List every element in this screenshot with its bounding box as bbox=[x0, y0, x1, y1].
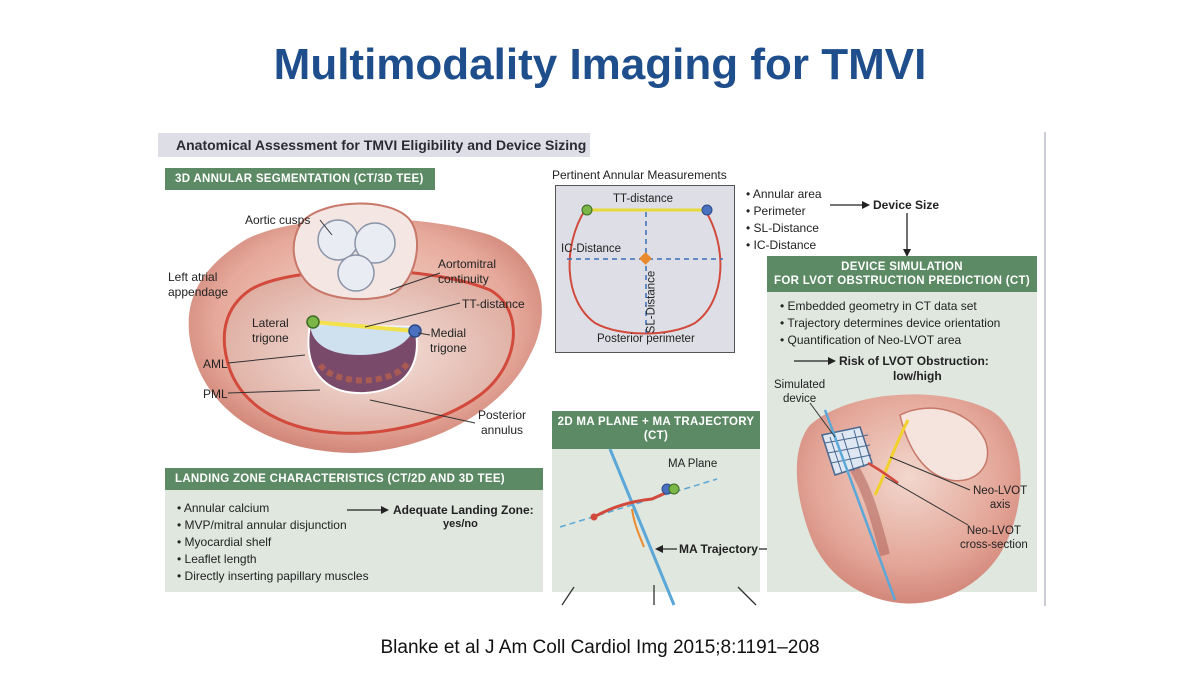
trajectory-axis bbox=[823, 409, 897, 601]
measurement-bullet: SL-Distance bbox=[746, 220, 822, 237]
aortic-cusp bbox=[337, 254, 375, 292]
ma-plane-label: MA Plane bbox=[668, 458, 718, 470]
label-aortic-cusps: Aortic cusps bbox=[245, 213, 311, 227]
measurement-bullet: IC-Distance bbox=[746, 237, 822, 254]
device-size-label: Device Size bbox=[873, 198, 940, 212]
device-size-arrows bbox=[830, 201, 911, 257]
label-neo-lvot-axis: Neo-LVOT axis bbox=[973, 485, 1028, 511]
landing-zone-bullet: Myocardial shelf bbox=[177, 534, 369, 551]
landing-zone-bullet: MVP/mitral annular disjunction bbox=[177, 517, 369, 534]
anterior-leaflet bbox=[310, 325, 415, 355]
neo-lvot-cross-section-line bbox=[867, 461, 899, 485]
measurement-bullet: Perimeter bbox=[746, 203, 822, 220]
slide-title: Multimodality Imaging for TMVI bbox=[273, 40, 927, 89]
medial-trigone-dot bbox=[408, 324, 422, 338]
segmentation-heading: 3D ANNULAR SEGMENTATION (CT/3D TEE) bbox=[165, 168, 435, 190]
medial-trigone-point bbox=[701, 204, 713, 216]
measurement-diagram bbox=[567, 204, 723, 335]
landing-zone-bullet: Annular calcium bbox=[177, 500, 369, 517]
ma-trajectory-diagram bbox=[559, 449, 757, 606]
simulation-bullet: Trajectory determines device orientation bbox=[780, 315, 1000, 332]
measure-sl-distance: SL-Distance bbox=[645, 270, 658, 334]
landing-zone-bullet: Leaflet length bbox=[177, 551, 369, 568]
ma-plane-panel bbox=[552, 449, 760, 592]
figure-header: Anatomical Assessment for TMVI Eligibili… bbox=[158, 133, 590, 157]
landing-zone-heading: LANDING ZONE CHARACTERISTICS (CT/2D AND … bbox=[165, 468, 543, 490]
annulus-illustration bbox=[188, 202, 542, 453]
simulation-bullet: Quantification of Neo-LVOT area bbox=[780, 332, 1000, 349]
heart-simulation-illustration bbox=[796, 394, 1021, 604]
citation: Blanke et al J Am Coll Cardiol Img 2015;… bbox=[380, 637, 820, 658]
measure-ic-distance: IC-Distance bbox=[561, 243, 622, 255]
aortic-cusp bbox=[317, 219, 359, 261]
label-medial-trigone: Medial trigone bbox=[430, 326, 467, 355]
label-left-atrial-appendage: Left atrial appendage bbox=[168, 270, 229, 299]
landing-zone-result-value: yes/no bbox=[443, 518, 478, 530]
simulation-heading-line1: DEVICE SIMULATION bbox=[841, 261, 963, 273]
label-lateral-trigone: Lateral trigone bbox=[252, 316, 289, 345]
landing-zone-result-label: Adequate Landing Zone: bbox=[393, 503, 534, 517]
ma-trajectory-label: MA Trajectory bbox=[679, 542, 758, 556]
risk-arrow bbox=[794, 357, 836, 365]
risk-value: low/high bbox=[893, 369, 942, 383]
ma-plane-line bbox=[559, 478, 718, 528]
measure-tt-distance: TT-distance bbox=[613, 193, 674, 205]
simulation-bullet: Embedded geometry in CT data set bbox=[780, 298, 1000, 315]
measurements-heading: Pertinent Annular Measurements bbox=[552, 168, 727, 182]
measurement-bullets: Annular area Perimeter SL-Distance IC-Di… bbox=[746, 186, 822, 254]
label-tt-distance: TT-distance bbox=[462, 297, 525, 311]
ma-trajectory-axis bbox=[608, 449, 676, 606]
ma-plane-lateral-point bbox=[668, 483, 680, 495]
annulus-outline bbox=[568, 209, 722, 335]
center-point bbox=[639, 252, 652, 265]
lateral-trigone-dot bbox=[306, 315, 320, 329]
label-aortomitral-continuity: Aortomitral continuity bbox=[438, 257, 497, 286]
measurement-bullet: Annular area bbox=[746, 186, 822, 203]
landing-zone-arrow bbox=[347, 506, 389, 514]
label-pml: PML bbox=[203, 387, 228, 401]
simulation-heading-line2: FOR LVOT OBSTRUCTION PREDICTION (CT) bbox=[774, 275, 1030, 287]
annulus-profile bbox=[593, 489, 671, 519]
label-simulated-device: Simulated device bbox=[774, 379, 826, 405]
landing-zone-bullet: Directly inserting papillary muscles bbox=[177, 568, 369, 585]
landing-zone-bullets: Annular calcium MVP/mitral annular disju… bbox=[177, 500, 369, 585]
tt-distance-line bbox=[312, 320, 416, 333]
simulation-bullets: Embedded geometry in CT data set Traject… bbox=[780, 298, 1000, 349]
ma-plane-heading-line2: (CT) bbox=[643, 430, 669, 442]
neo-lvot-axis-line bbox=[873, 419, 910, 496]
label-aml: AML bbox=[203, 357, 228, 371]
ma-plane-heading-line1: 2D MA PLANE + MA TRAJECTORY bbox=[557, 416, 755, 428]
label-posterior-annulus: Posterior annulus bbox=[478, 408, 527, 437]
slide-divider bbox=[1044, 132, 1046, 606]
measure-posterior-perimeter: Posterior perimeter bbox=[597, 333, 695, 345]
simulation-heading: DEVICE SIMULATION FOR LVOT OBSTRUCTION P… bbox=[767, 256, 1037, 292]
risk-label: Risk of LVOT Obstruction: bbox=[839, 354, 989, 368]
aortic-cusp bbox=[354, 222, 396, 264]
lateral-trigone-point bbox=[581, 204, 593, 216]
ma-plane-heading: 2D MA PLANE + MA TRAJECTORY (CT) bbox=[552, 411, 760, 449]
label-neo-lvot-cross-section: Neo-LVOT cross-section bbox=[960, 525, 1028, 551]
